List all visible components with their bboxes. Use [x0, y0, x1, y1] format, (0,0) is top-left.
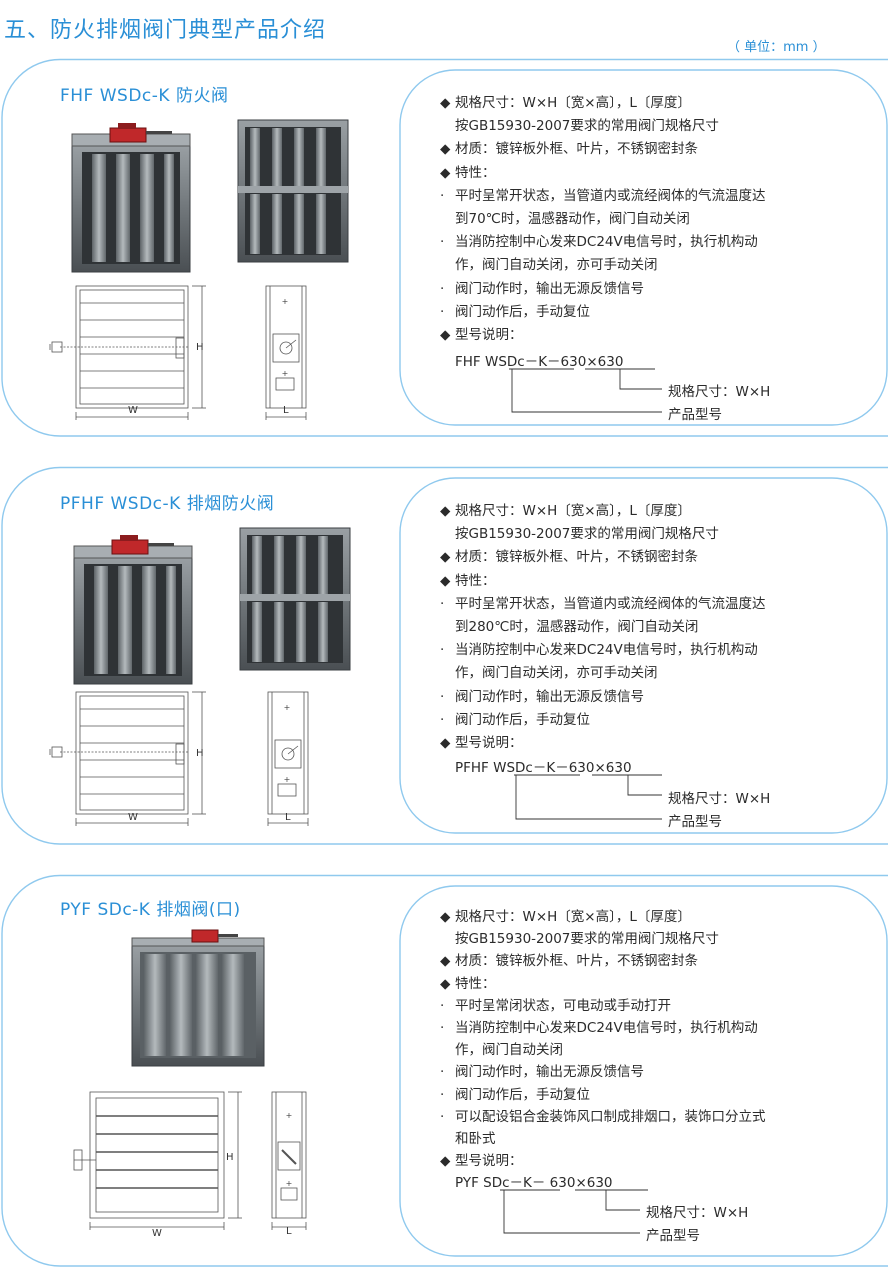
spec-line: ·当消防控制中心发来DC24V电信号时，执行机构动 [440, 642, 758, 659]
dimension-w: W [128, 405, 138, 416]
spec-line: ·阀门动作时，输出无源反馈信号 [440, 280, 644, 297]
front-view-drawing [49, 285, 206, 420]
unit-note: （ 单位：mm ） [727, 40, 826, 55]
dimension-l: L [286, 1226, 292, 1237]
panel-outline [1, 58, 888, 437]
spec-line: ◆型号说明： [440, 326, 523, 343]
spec-line: ·阀门动作时，输出无源反馈信号 [440, 1064, 644, 1081]
product-illustration: H W + + L [49, 119, 349, 420]
spec-line: ◆特性： [440, 572, 496, 589]
spec-line: ◆特性： [440, 975, 496, 992]
product-panel-pfhf: PFHF WSDc-K 排烟防火阀 [0, 466, 890, 846]
spec-line: 到70℃时，温感器动作，阀门自动关闭 [455, 210, 690, 227]
spec-list: ◆规格尺寸：W×H〔宽×高〕，L〔厚度〕 按GB15930-2007要求的常用阀… [440, 92, 766, 347]
side-view-drawing [265, 285, 307, 420]
model-type-label: 产品型号 [668, 407, 722, 423]
spec-line: 和卧式 [455, 1130, 496, 1147]
product-title: PYF SDc-K 排烟阀(口) [60, 900, 241, 920]
damper-photo-open [239, 527, 351, 671]
spec-line: ◆规格尺寸：W×H〔宽×高〕，L〔厚度〕 [440, 95, 691, 111]
model-spec-label: 规格尺寸：W×H [668, 384, 771, 400]
spec-line: ◆规格尺寸：W×H〔宽×高〕，L〔厚度〕 [440, 503, 691, 519]
spec-line: 到280℃时，温感器动作，阀门自动关闭 [455, 618, 699, 635]
dimension-h: H [196, 748, 204, 759]
svg-text:+: + [282, 369, 289, 378]
spec-line: ·阀门动作后，手动复位 [440, 303, 590, 320]
spec-line: ·当消防控制中心发来DC24V电信号时，执行机构动 [440, 234, 758, 251]
spec-line: ·阀门动作时，输出无源反馈信号 [440, 688, 644, 705]
front-view-drawing [49, 691, 206, 826]
spec-line: ·可以配设铝合金装饰风口制成排烟口，装饰口分立式 [440, 1108, 766, 1125]
spec-line: ◆材质：镀锌板外框、叶片，不锈钢密封条 [440, 953, 698, 970]
damper-photo [131, 929, 265, 1067]
spec-line: ◆材质：镀锌板外框、叶片，不锈钢密封条 [440, 549, 698, 566]
dimension-w: W [152, 1228, 162, 1239]
damper-photo-open [237, 119, 349, 263]
spec-line: ◆型号说明： [440, 734, 523, 751]
spec-line: ·平时呈常开状态，当管道内或流经阀体的气流温度达 [440, 595, 766, 612]
side-view-drawing [271, 1091, 307, 1230]
model-type-label: 产品型号 [668, 814, 722, 830]
panel-outline [1, 466, 888, 845]
product-title: FHF WSDc-K 防火阀 [60, 86, 229, 106]
front-view-drawing [73, 1091, 242, 1230]
model-spec-label: 规格尺寸：W×H [646, 1205, 749, 1221]
dimension-l: L [283, 405, 289, 416]
damper-photo-closed [71, 123, 191, 273]
product-title: PFHF WSDc-K 排烟防火阀 [60, 494, 275, 514]
model-spec-label: 规格尺寸：W×H [668, 791, 771, 807]
spec-line: 作，阀门自动关闭，亦可手动关闭 [455, 665, 658, 682]
spec-line: ◆材质：镀锌板外框、叶片，不锈钢密封条 [440, 141, 698, 158]
damper-photo-closed [73, 535, 193, 685]
spec-line: ◆特性： [440, 164, 496, 181]
spec-line: ·当消防控制中心发来DC24V电信号时，执行机构动 [440, 1019, 758, 1036]
product-illustration: H W + + L [49, 527, 351, 826]
product-illustration: H W + + L [73, 929, 307, 1239]
page-title: 五、防火排烟阀门典型产品介绍 [4, 18, 327, 43]
product-panel-pyf: PYF SDc-K 排烟阀(口) [0, 874, 890, 1270]
spec-list: ◆规格尺寸：W×H〔宽×高〕，L〔厚度〕 按GB15930-2007要求的常用阀… [440, 500, 766, 755]
spec-list: ◆规格尺寸：W×H〔宽×高〕，L〔厚度〕 按GB15930-2007要求的常用阀… [440, 906, 766, 1172]
spec-line: ◆型号说明： [440, 1153, 523, 1170]
dimension-w: W [128, 812, 138, 823]
spec-line: 作，阀门自动关闭 [455, 1042, 563, 1059]
svg-text:+: + [286, 1111, 293, 1120]
dimension-l: L [285, 812, 291, 823]
side-view-drawing [267, 691, 309, 826]
product-panel-fhf: FHF WSDc-K 防火阀 [0, 58, 890, 438]
svg-text:+: + [286, 1179, 293, 1188]
model-code: PFHF WSDc－K－630×630 [455, 760, 632, 776]
svg-text:+: + [282, 297, 289, 306]
model-code: PYF SDc－K－ 630×630 [455, 1175, 613, 1191]
spec-line: 按GB15930-2007要求的常用阀门规格尺寸 [455, 118, 719, 135]
spec-line: ◆规格尺寸：W×H〔宽×高〕，L〔厚度〕 [440, 909, 691, 925]
svg-text:+: + [284, 703, 291, 712]
dimension-h: H [226, 1152, 234, 1163]
model-type-label: 产品型号 [646, 1228, 700, 1244]
spec-line: ·平时呈常开状态，当管道内或流经阀体的气流温度达 [440, 187, 766, 204]
panel-outline [1, 874, 888, 1267]
spec-line: ·平时呈常闭状态，可电动或手动打开 [440, 997, 671, 1014]
svg-text:+: + [284, 775, 291, 784]
spec-line: ·阀门动作后，手动复位 [440, 711, 590, 728]
spec-line: 作，阀门自动关闭，亦可手动关闭 [455, 257, 658, 274]
spec-line: ·阀门动作后，手动复位 [440, 1086, 590, 1103]
spec-line: 按GB15930-2007要求的常用阀门规格尺寸 [455, 526, 719, 543]
model-code: FHF WSDc－K－630×630 [455, 354, 624, 370]
dimension-h: H [196, 342, 204, 353]
spec-line: 按GB15930-2007要求的常用阀门规格尺寸 [455, 931, 719, 948]
